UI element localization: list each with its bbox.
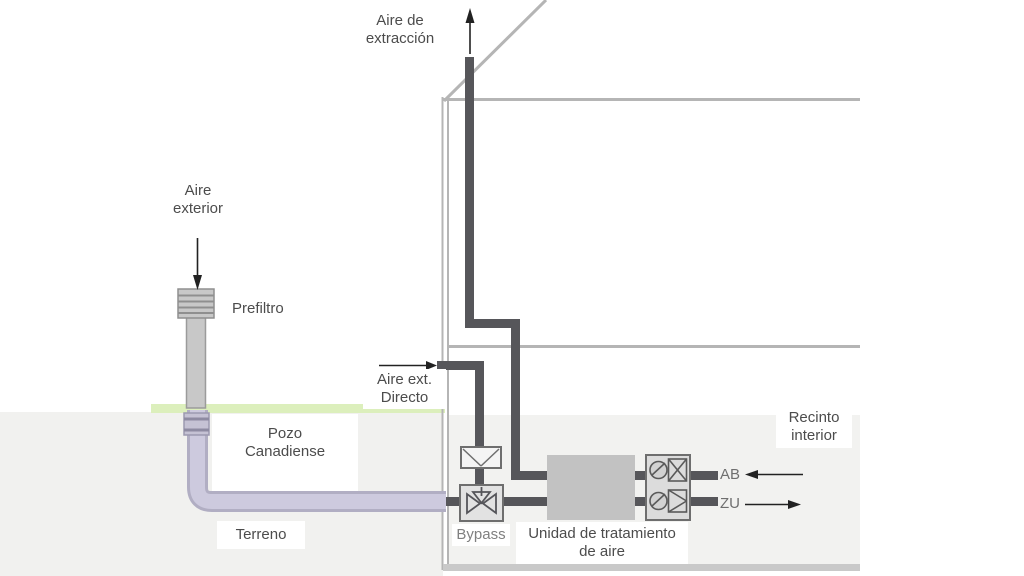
extract-air-port-label: AB bbox=[720, 466, 741, 483]
extraction-air-label: Aire de extracción bbox=[365, 12, 435, 47]
exterior-air-label: Aire exterior bbox=[172, 182, 224, 217]
prefilter-label: Prefiltro bbox=[232, 300, 284, 317]
fan-unit-box bbox=[645, 454, 691, 521]
ground-surface-line bbox=[151, 404, 445, 413]
canadian-well-label-box bbox=[212, 414, 358, 491]
pipe-coupling bbox=[183, 412, 210, 436]
supply-fan-icon bbox=[649, 489, 688, 513]
air-handling-unit-label: Unidad de tratamiento de aire bbox=[516, 522, 688, 564]
ducts bbox=[437, 57, 718, 506]
ground-label: Terreno bbox=[217, 521, 305, 549]
supply-air-port-label: ZU bbox=[720, 495, 740, 512]
intake-pipe bbox=[185, 315, 207, 409]
bypass-valve-icon bbox=[459, 484, 504, 522]
right-arrow-icon bbox=[379, 361, 437, 370]
extract-fan-icon bbox=[649, 458, 688, 482]
air-handling-unit-box bbox=[547, 455, 635, 520]
direct-air-duct bbox=[437, 361, 484, 448]
right-arrow-zu-icon bbox=[745, 500, 801, 509]
down-arrow-icon bbox=[193, 238, 202, 290]
underground-pipe bbox=[187, 410, 446, 512]
interior-room-label: Recinto interior bbox=[776, 406, 852, 448]
left-arrow-ab-icon bbox=[745, 470, 803, 479]
up-arrow-icon bbox=[465, 8, 475, 54]
damper-icon bbox=[460, 446, 502, 469]
extraction-duct bbox=[465, 57, 718, 480]
canadian-well-label: Pozo Canadiense bbox=[244, 425, 326, 460]
direct-exterior-air-label: Aire ext. Directo bbox=[363, 369, 446, 409]
roof-line bbox=[442, 0, 548, 103]
prefilter-icon bbox=[177, 288, 215, 319]
bypass-label: Bypass bbox=[452, 524, 510, 546]
